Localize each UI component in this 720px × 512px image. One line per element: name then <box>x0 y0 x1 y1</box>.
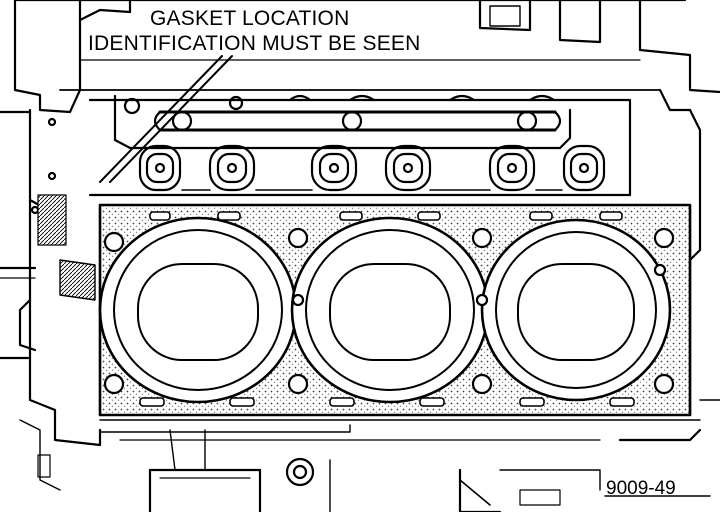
bolt-holes <box>103 227 675 395</box>
figure-number: 9009-49 <box>606 478 676 499</box>
lower-block <box>19 108 720 512</box>
callout-text-line2: IDENTIFICATION MUST BE SEEN <box>88 32 421 55</box>
upper-casting <box>0 0 720 215</box>
head-gasket <box>98 203 692 417</box>
callout-leader-line <box>99 55 233 183</box>
cylinder-bore-1 <box>98 216 298 404</box>
cylinder-bore-2 <box>290 216 490 404</box>
coolant-passages <box>139 211 635 407</box>
port-bosses <box>138 144 606 192</box>
intake-rail <box>88 94 632 197</box>
cylinder-bore-3 <box>480 218 672 402</box>
block-left-side <box>0 194 96 412</box>
callout-text-line1: GASKET LOCATION <box>150 7 350 30</box>
